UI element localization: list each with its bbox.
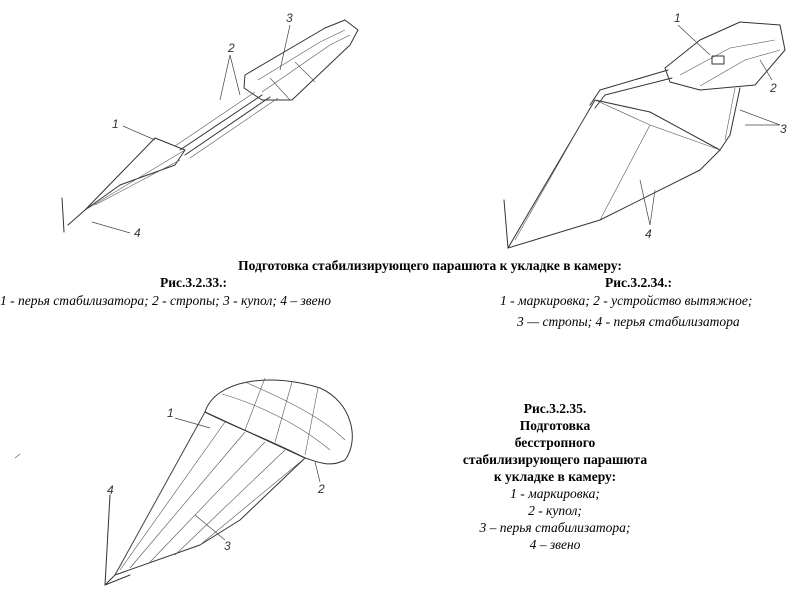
callout-3: 3 <box>286 11 293 25</box>
callout-3: 3 <box>780 122 787 136</box>
callout-4: 4 <box>107 483 114 497</box>
callouts-35: 1 2 3 4 <box>107 406 325 553</box>
parachute-drawing-33 <box>61 19 359 233</box>
callout-4: 4 <box>134 226 141 240</box>
callout-1: 1 <box>674 11 681 25</box>
callout-4: 4 <box>645 227 652 241</box>
caption-line-4: к укладке в камеру: <box>493 469 617 484</box>
figure-3-2-34-label: Рис.3.2.34.: <box>605 275 673 290</box>
callout-2: 2 <box>227 41 235 55</box>
legend-item-2: 2 - купол; <box>528 503 582 518</box>
parachute-drawing-35 <box>14 377 353 586</box>
caption-line-2: бесстропного <box>514 435 596 450</box>
parachute-drawing-34 <box>503 21 786 249</box>
figure-3-2-35-label: Рис.3.2.35. <box>523 401 587 416</box>
callout-3: 3 <box>224 539 231 553</box>
figure-3-2-34-legend-line1: 1 - маркировка; 2 - устройство вытяжное; <box>500 293 753 308</box>
callout-2: 2 <box>317 482 325 496</box>
callout-1: 1 <box>167 406 174 420</box>
callouts-34: 1 2 3 4 <box>639 11 787 241</box>
figure-3-2-33-label: Рис.3.2.33.: <box>160 275 228 290</box>
callout-1: 1 <box>112 117 119 131</box>
figure-3-2-33-legend: 1 - перья стабилизатора; 2 - стропы; 3 -… <box>0 293 332 308</box>
legend-item-1: 1 - маркировка; <box>510 486 600 501</box>
callout-2: 2 <box>769 81 777 95</box>
caption-line-3: стабилизирующего парашюта <box>462 452 648 467</box>
figure-3-2-33-drawing: 1 2 3 4 <box>0 0 400 250</box>
figure-3-2-35-caption: Рис.3.2.35. Подготовка бесстропного стаб… <box>400 400 710 553</box>
callouts-33: 1 2 3 4 <box>91 11 293 240</box>
caption-line-1: Подготовка <box>519 418 591 433</box>
legend-item-4: 4 – звено <box>529 537 581 552</box>
figure-3-2-35-drawing: 1 2 3 4 <box>0 370 400 606</box>
figure-3-2-34-drawing: 1 2 3 4 <box>400 0 800 250</box>
top-caption-heading: Подготовка стабилизирующего парашюта к у… <box>238 258 622 273</box>
legend-item-3: 3 – перья стабилизатора; <box>479 520 631 535</box>
figure-3-2-34-legend-line2: 3 — стропы; 4 - перья стабилизатора <box>517 314 740 329</box>
